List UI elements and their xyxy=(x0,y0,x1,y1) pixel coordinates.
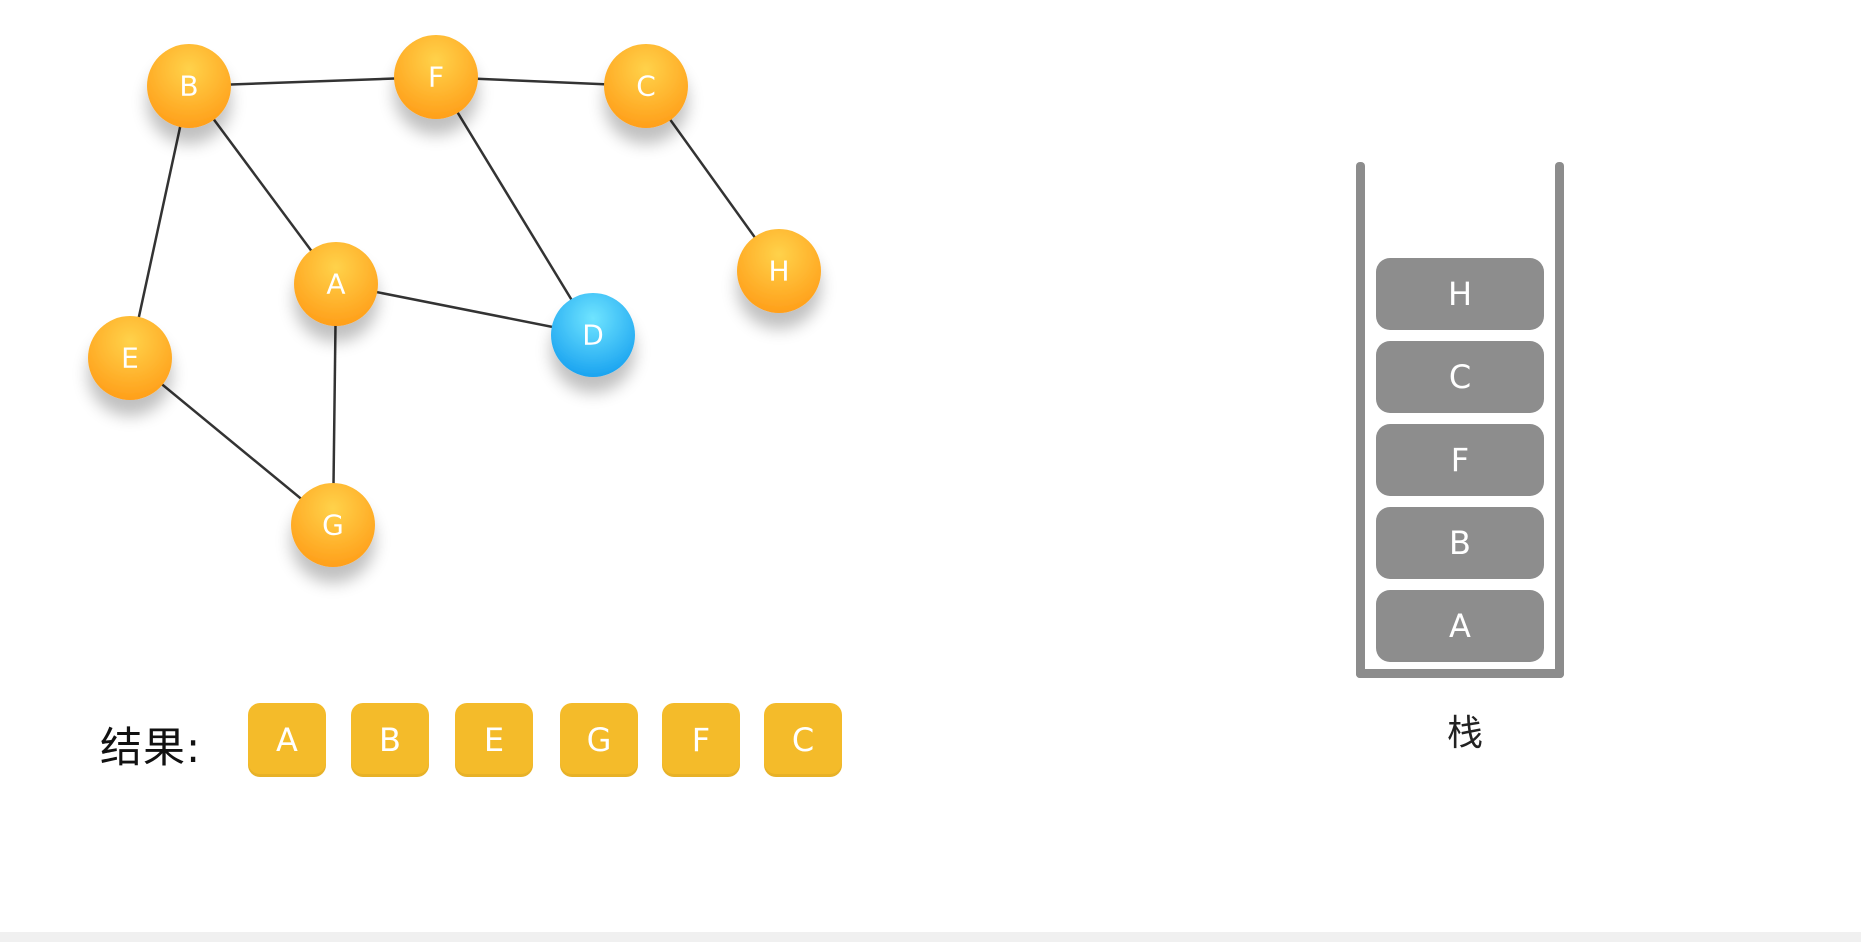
result-item: F xyxy=(662,703,740,777)
node-E: E xyxy=(88,316,172,400)
result-label: 结果: xyxy=(100,723,202,772)
node-A: A xyxy=(294,242,378,326)
node-label: E xyxy=(121,342,139,375)
node-circle xyxy=(737,229,821,313)
stack-bottom-wall xyxy=(1356,669,1564,678)
node-circle xyxy=(604,44,688,128)
stack-item: F xyxy=(1376,424,1544,496)
node-circle xyxy=(291,483,375,567)
node-circle xyxy=(551,293,635,377)
result-item: E xyxy=(455,703,533,777)
node-label: A xyxy=(326,268,345,301)
node-F: F xyxy=(394,35,478,119)
result-item: C xyxy=(764,703,842,777)
edge-A-D xyxy=(335,282,594,337)
edge-B-E xyxy=(128,85,191,359)
node-H: H xyxy=(737,229,821,313)
node-G: G xyxy=(291,483,375,567)
stack-item: B xyxy=(1376,507,1544,579)
node-label: D xyxy=(582,319,604,352)
result-item: A xyxy=(248,703,326,777)
node-label: B xyxy=(179,70,198,103)
footer-band xyxy=(0,932,1861,942)
graph-edges xyxy=(128,75,781,526)
stack-left-wall xyxy=(1356,162,1365,678)
node-label: H xyxy=(768,255,789,288)
stack-item: C xyxy=(1376,341,1544,413)
node-label: F xyxy=(428,61,444,94)
stack-item: A xyxy=(1376,590,1544,662)
node-circle xyxy=(294,242,378,326)
node-circle xyxy=(394,35,478,119)
node-C: C xyxy=(604,44,688,128)
stack-caption: 栈 xyxy=(1446,713,1483,754)
node-B: B xyxy=(147,44,231,128)
result-item: B xyxy=(351,703,429,777)
stack-item: H xyxy=(1376,258,1544,330)
node-circle xyxy=(88,316,172,400)
node-label: G xyxy=(322,509,344,542)
graph-nodes: B F C H A D E G xyxy=(88,35,821,567)
node-D: D xyxy=(551,293,635,377)
result-item: G xyxy=(560,703,638,777)
node-circle xyxy=(147,44,231,128)
edge-F-D xyxy=(434,76,595,336)
node-label: C xyxy=(636,70,656,103)
stack-right-wall xyxy=(1555,162,1564,678)
edge-E-G xyxy=(129,357,334,526)
